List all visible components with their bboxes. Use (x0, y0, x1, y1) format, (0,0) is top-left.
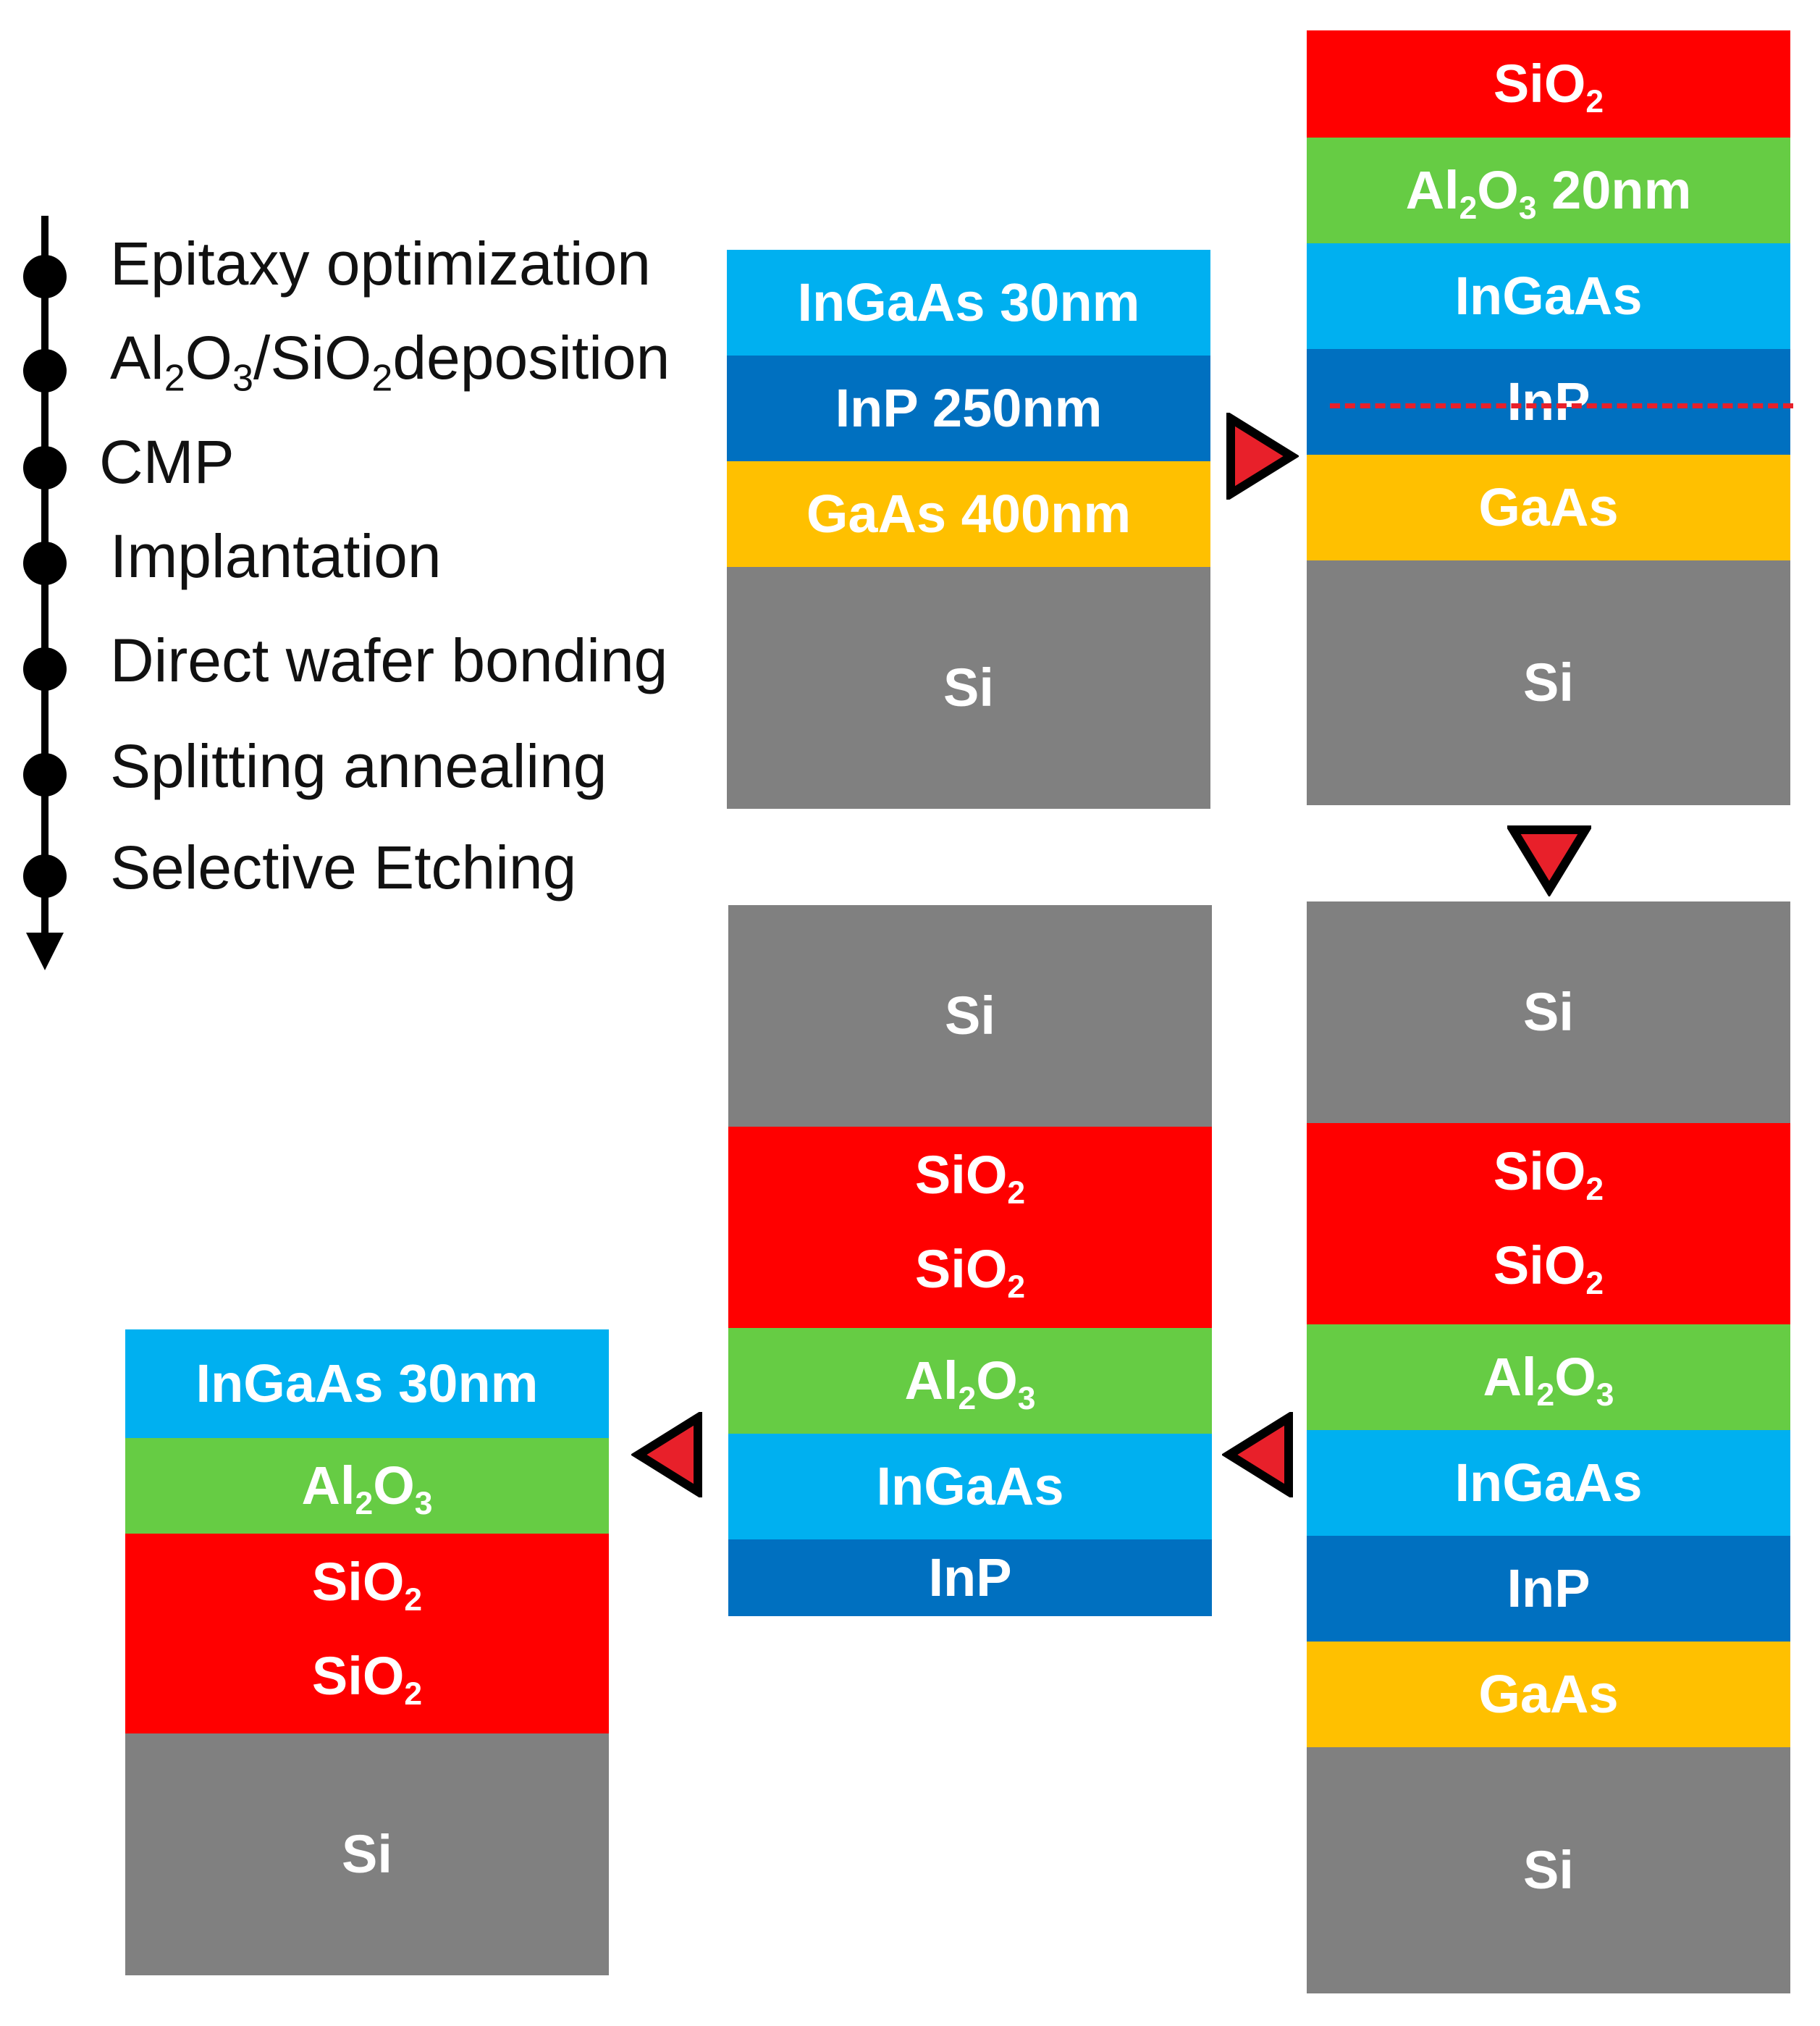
step-label: Implantation (110, 522, 442, 590)
step-bullet-icon (23, 647, 67, 691)
layer-si-top: Si (1307, 901, 1790, 1123)
layer-al2o3: Al2O3 (1307, 1324, 1790, 1430)
layer-si: Si (727, 567, 1210, 809)
step-bullet-icon (23, 854, 67, 898)
layer-al2o3: Al2O3 (125, 1438, 609, 1534)
layer-inp: InP (1307, 1536, 1790, 1642)
layer-gaas: GaAs (1307, 455, 1790, 560)
layer-si: Si (125, 1733, 609, 1975)
implantation-split-line (1330, 403, 1793, 408)
layer-si: Si (1307, 560, 1790, 805)
step-bullet-icon (23, 542, 67, 585)
layer-sio2-double: SiO2 SiO2 (728, 1127, 1212, 1328)
step-label: CMP (99, 428, 235, 496)
layer-gaas: GaAs (1307, 1642, 1790, 1747)
layer-sio2-double: SiO2 SiO2 (125, 1534, 609, 1733)
layer-ingaas: InGaAs 30nm (125, 1329, 609, 1438)
stack-final: InGaAs 30nm Al2O3 SiO2 SiO2 Si (125, 1329, 609, 1975)
layer-sio2: SiO2 (1307, 30, 1790, 138)
timeline-arrowhead-icon (26, 933, 64, 970)
arrow-right-icon (1225, 413, 1299, 500)
layer-sio2-double: SiO2 SiO2 (1307, 1123, 1790, 1324)
layer-al2o3: Al2O3 (728, 1328, 1212, 1434)
stack-deposition: SiO2 Al2O3 20nm InGaAs InP GaAs Si (1307, 30, 1790, 805)
stack-bonded: Si SiO2 SiO2 Al2O3 InGaAs InP GaAs Si (1307, 901, 1790, 1993)
layer-si-top: Si (728, 905, 1212, 1127)
arrow-left-icon (631, 1412, 704, 1497)
stack-epitaxy: InGaAs 30nm InP 250nm GaAs 400nm Si (727, 250, 1210, 809)
step-bullet-icon (23, 255, 67, 298)
layer-al2o3: Al2O3 20nm (1307, 138, 1790, 243)
layer-inp: InP 250nm (727, 356, 1210, 461)
layer-inp: InP (1307, 349, 1790, 455)
layer-inp: InP (728, 1539, 1212, 1616)
step-bullet-icon (23, 753, 67, 796)
layer-ingaas: InGaAs 30nm (727, 250, 1210, 356)
step-label: Direct wafer bonding (110, 626, 668, 694)
layer-gaas: GaAs 400nm (727, 461, 1210, 567)
step-label: Epitaxy optimization (110, 230, 652, 298)
step-bullet-icon (23, 349, 67, 392)
step-bullet-icon (23, 446, 67, 489)
step-label: Splitting annealing (110, 732, 607, 800)
step-label: Al2O3/SiO2deposition (110, 324, 670, 400)
layer-ingaas: InGaAs (728, 1434, 1212, 1539)
arrow-left-icon (1222, 1412, 1294, 1497)
layer-ingaas: InGaAs (1307, 1430, 1790, 1536)
layer-si-bottom: Si (1307, 1747, 1790, 1993)
arrow-down-icon (1507, 824, 1591, 896)
layer-ingaas: InGaAs (1307, 243, 1790, 349)
step-label: Selective Etching (110, 833, 577, 901)
stack-split: Si SiO2 SiO2 Al2O3 InGaAs InP (728, 905, 1212, 1616)
